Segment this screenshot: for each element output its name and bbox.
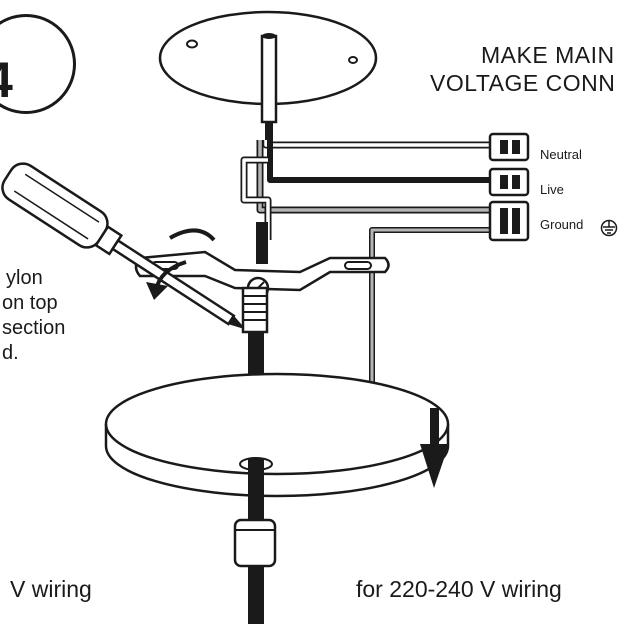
instruction-line-4: d. [2, 342, 19, 364]
label-live: Live [540, 182, 564, 197]
pendant-cable [233, 458, 277, 624]
connector-ground [488, 200, 530, 242]
rotate-arrow-icon [146, 228, 216, 300]
canopy [104, 372, 450, 498]
instruction-line-3: section [2, 317, 66, 339]
label-ground: Ground [540, 217, 584, 232]
heading-line-2: VOLTAGE CONN [430, 70, 616, 96]
caption-left: V wiring [10, 576, 92, 602]
caption-right: for 220-240 V wiring [356, 576, 562, 602]
label-neutral: Neutral [540, 147, 582, 162]
down-arrow-icon [420, 408, 449, 488]
connector-live [488, 167, 530, 197]
connector-neutral [488, 132, 530, 162]
heading-line-1: MAKE MAIN [481, 42, 615, 68]
wires [240, 140, 490, 390]
instruction-line-2: on top [2, 292, 58, 314]
ground-symbol-icon [600, 219, 618, 237]
step-number: 4 [0, 51, 13, 109]
ceiling-cable [260, 33, 278, 140]
instruction-line-1: ylon [6, 267, 43, 289]
screwdriver-icon [1, 162, 244, 329]
